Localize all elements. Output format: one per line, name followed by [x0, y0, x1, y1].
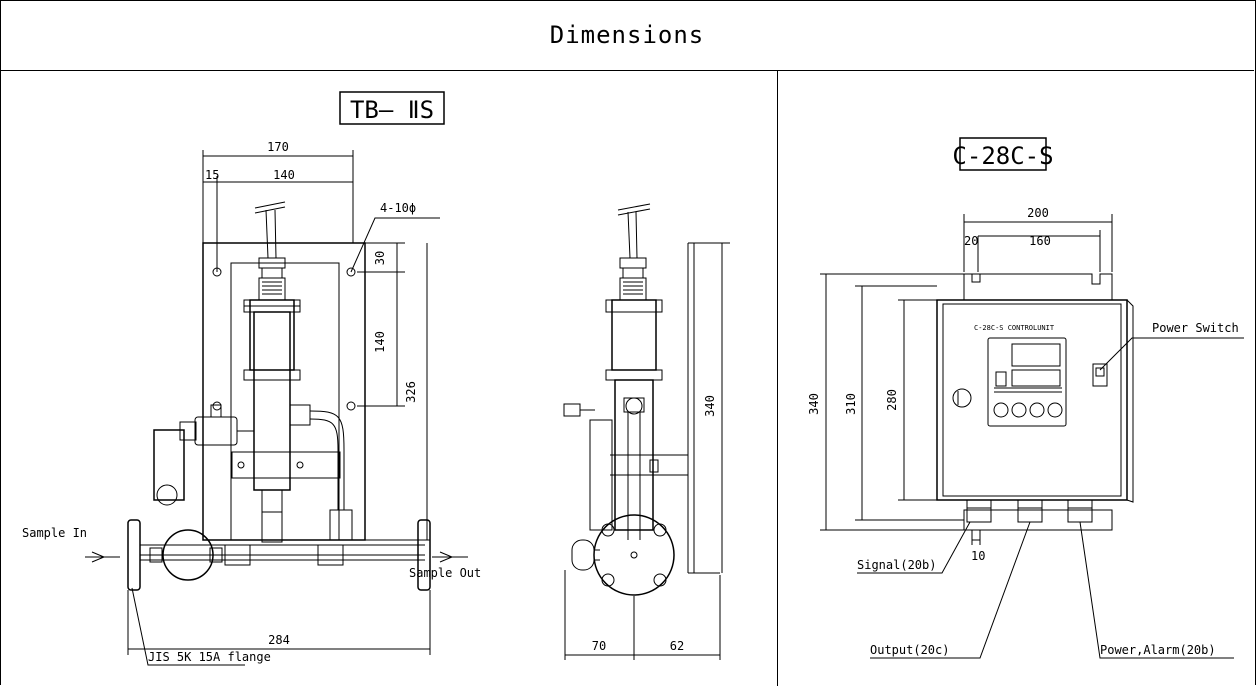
- dim-326: 326: [404, 381, 418, 403]
- tb-side-dimensions: 340 70 62: [564, 242, 730, 660]
- tb-model-box: TB— ⅡS: [339, 91, 445, 125]
- dim-15: 15: [205, 168, 219, 182]
- dim-160: 160: [1029, 234, 1051, 248]
- dim-200: 200: [1027, 206, 1049, 220]
- page-title: Dimensions: [0, 0, 1254, 71]
- dim-70: 70: [592, 639, 606, 653]
- tb-model-label: TB— ⅡS: [350, 96, 434, 124]
- dim-170: 170: [267, 140, 289, 154]
- dim-284: 284: [268, 633, 290, 647]
- dim-280: 280: [885, 389, 899, 411]
- power-switch-label: Power Switch: [1152, 321, 1239, 335]
- c28-model-box: C-28C-S: [952, 137, 1054, 171]
- signal-label: Signal(20b): [857, 558, 936, 572]
- dim-140-horizontal: 140: [273, 168, 295, 182]
- power-alarm-label: Power,Alarm(20b): [1100, 643, 1216, 657]
- sample-in-label: Sample In: [22, 526, 87, 540]
- dim-30: 30: [373, 251, 387, 265]
- sample-out-label: Sample Out: [409, 566, 481, 580]
- dim-340-side: 340: [703, 395, 717, 417]
- c28-dimensions: 200 20 160 340 310 280 Power Switch 10 S…: [807, 206, 1244, 659]
- c28-enclosure: C-28C-S CONTROLUNIT: [936, 273, 1134, 531]
- tb-front-view: [127, 201, 431, 591]
- dim-310: 310: [844, 393, 858, 415]
- flange-label: JIS 5K 15A flange: [148, 650, 271, 664]
- panel-divider: [777, 70, 778, 686]
- dim-20: 20: [964, 234, 978, 248]
- tb-front-dimensions: 170 15 140 4-10ϕ 30 140 326 284 Sample I…: [22, 140, 481, 666]
- c28-model-label: C-28C-S: [952, 142, 1053, 170]
- dim-62: 62: [670, 639, 684, 653]
- dim-340-right: 340: [807, 393, 821, 415]
- dim-10: 10: [971, 549, 985, 563]
- output-label: Output(20c): [870, 643, 949, 657]
- unit-front-label: C-28C-S CONTROLUNIT: [974, 324, 1055, 332]
- tb-side-view: [563, 203, 720, 596]
- dim-140-vertical: 140: [373, 331, 387, 353]
- hole-callout: 4-10ϕ: [380, 201, 416, 215]
